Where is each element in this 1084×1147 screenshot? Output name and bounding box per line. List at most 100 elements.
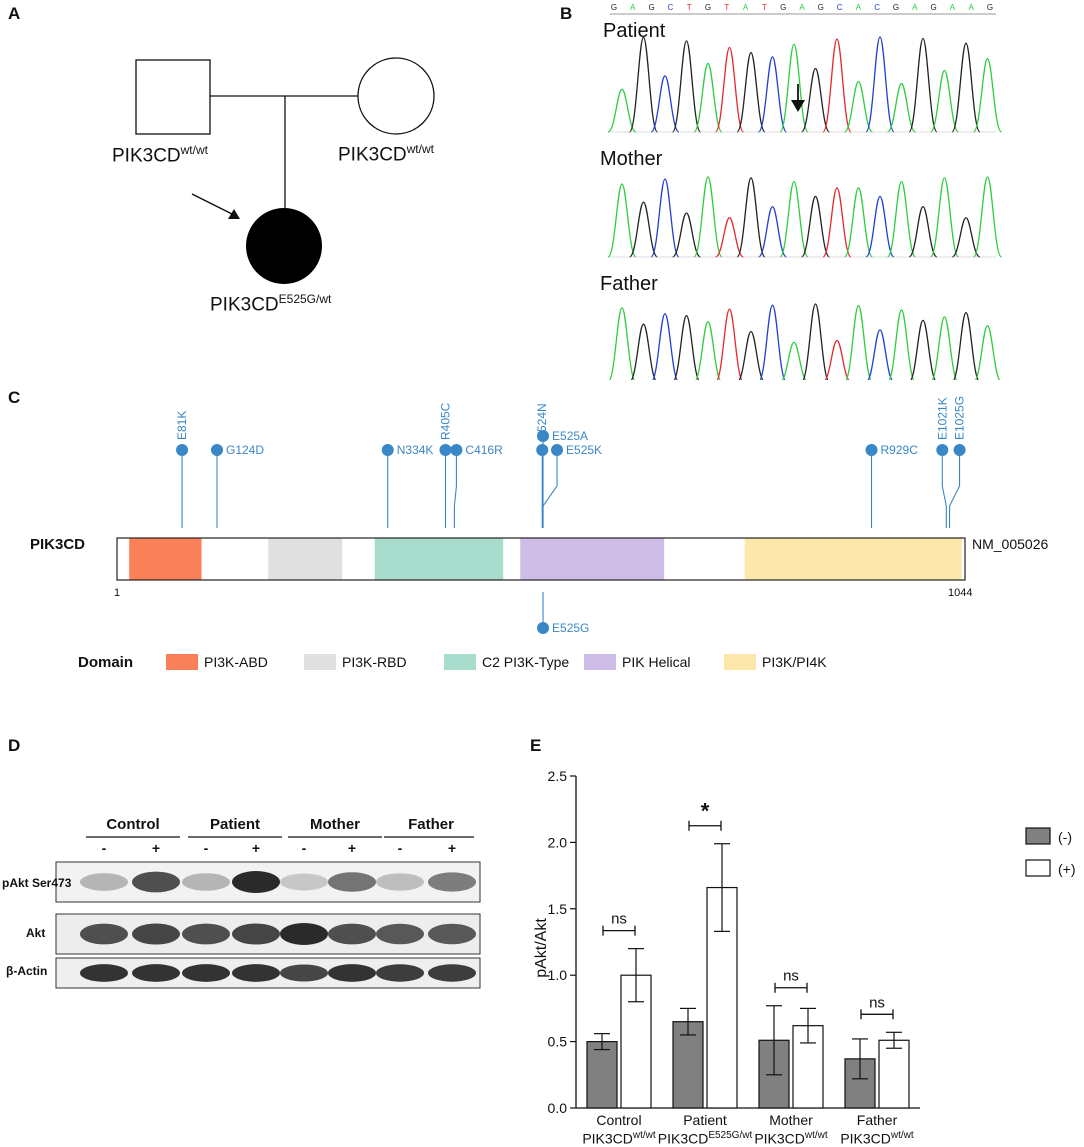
blot-group-patient: Patient [209, 816, 260, 833]
mutation-marker [537, 430, 550, 442]
trace-peak [757, 56, 788, 133]
mutation-marker [211, 444, 224, 456]
blot-band [232, 923, 280, 945]
trace-peak [865, 36, 895, 133]
base-call: C [874, 3, 880, 12]
legend-pi3k-rbd: PI3K-RBD [304, 654, 407, 670]
mutation-marker [381, 444, 394, 456]
pedigree-panel: PIK3CDwt/wt PIK3CDwt/wt PIK3CDE525G/wt [0, 0, 540, 330]
bar [672, 1021, 704, 1109]
mutation-stem [941, 450, 947, 528]
trace-mother [607, 176, 1003, 258]
y-axis-label: pAkt/Akt [533, 918, 550, 978]
mutation-stem [453, 450, 457, 528]
blot-band [328, 923, 376, 945]
trace-peak [951, 311, 981, 383]
mutation-stem [542, 450, 558, 528]
blot-band [280, 923, 328, 945]
protein-backbone [116, 537, 966, 581]
mutation-label: G124D [226, 443, 264, 457]
blot-group-mother: Mother [310, 816, 360, 833]
domain-block [520, 538, 665, 580]
y-tick-label: 1.0 [548, 967, 568, 983]
legend-label: (-) [1058, 829, 1072, 845]
trace-peak [693, 321, 723, 383]
trace-peak [951, 217, 981, 258]
trace-peak [843, 187, 874, 258]
base-call: G [705, 3, 711, 12]
trace-peak [951, 42, 981, 133]
mutation-marker [536, 444, 549, 456]
chart-legend: (-) (+) [1025, 827, 1076, 877]
legend-swatch [444, 654, 476, 670]
base-call: T [724, 3, 729, 12]
trace-father [607, 303, 1003, 383]
base-call: G [930, 3, 936, 12]
blot-band [428, 872, 476, 892]
trace-peak [650, 313, 680, 383]
blot-band [182, 964, 230, 982]
lane-sign: - [101, 840, 107, 856]
mutation-label: N334K [397, 443, 434, 457]
blot-band [132, 923, 180, 945]
trace-peak [607, 183, 637, 258]
blot-band [280, 964, 328, 982]
blot-band [80, 923, 128, 945]
trace-peak [714, 308, 745, 383]
blot-band [376, 923, 424, 945]
base-call: G [987, 3, 993, 12]
legend-swatch [724, 654, 756, 670]
trace-peak [779, 341, 809, 383]
trace-peak [628, 36, 659, 133]
base-call: T [762, 3, 767, 12]
lane-sign: - [397, 840, 403, 856]
proband-symbol [246, 208, 322, 284]
base-call: T [687, 3, 692, 12]
mutation-label: C416R [465, 443, 503, 457]
father-symbol [135, 59, 211, 135]
blot-band [80, 873, 128, 891]
trace-peak [757, 205, 788, 258]
legend-pi3k-abd: PI3K-ABD [166, 654, 268, 670]
trace-peak [972, 58, 1003, 133]
blot-group-father: Father [408, 816, 454, 833]
mutation-label: R405C [438, 402, 452, 440]
base-call: A [856, 3, 862, 12]
blot-band [182, 923, 230, 945]
panel-label-d: D [8, 736, 21, 755]
protein-end: 1044 [948, 587, 972, 599]
base-call: G [818, 3, 824, 12]
significance-label: ns [783, 968, 799, 985]
base-call: A [969, 3, 975, 12]
trace-peak [929, 316, 960, 383]
mother-genotype: PIK3CDwt/wt [338, 142, 434, 166]
significance-label: ns [611, 911, 627, 928]
mutation-marker [953, 444, 966, 456]
blot-row-akt: Akt [26, 926, 46, 940]
trace-peak [628, 201, 659, 258]
trace-peak [865, 195, 895, 258]
domain-block [129, 538, 202, 580]
trace-peak [929, 177, 960, 258]
panel-label-e: E [530, 736, 542, 755]
legend-swatch [166, 654, 198, 670]
mutation-marker [865, 444, 878, 456]
trace-title-father: Father [600, 273, 658, 295]
trace-peak [929, 69, 960, 133]
y-tick-label: 2.5 [548, 768, 568, 784]
trace-peak [822, 187, 852, 258]
trace-peak [736, 177, 766, 258]
trace-peak [843, 80, 874, 133]
legend-label: (+) [1058, 861, 1076, 877]
legend-pi3k-pi4k: PI3K/PI4K [724, 654, 827, 670]
base-call: C [837, 3, 843, 12]
y-tick-label: 0.0 [548, 1100, 568, 1116]
trace-peak [972, 325, 1003, 383]
